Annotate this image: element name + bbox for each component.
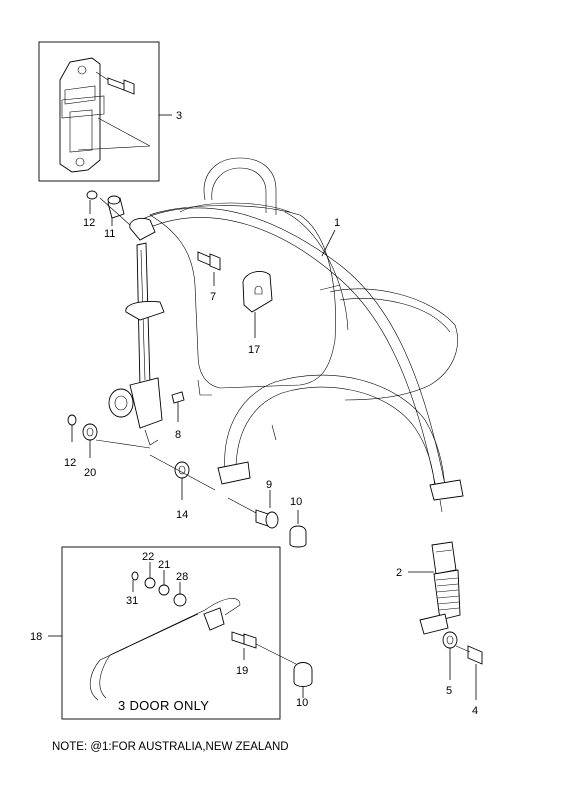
inset-anchor-plate: [38, 41, 160, 182]
seat-cushion: [319, 284, 458, 401]
callout-10-top: 10: [290, 496, 302, 508]
callout-11: 11: [104, 228, 115, 240]
retractor-assembly: [108, 242, 185, 446]
cap-10-top: [289, 525, 307, 548]
buckle-assembly: [419, 541, 483, 665]
callout-19: 19: [236, 665, 248, 677]
callout-12-top: 12: [83, 217, 95, 229]
callout-10-bottom: 10: [296, 697, 308, 709]
callout-7: 7: [210, 291, 216, 303]
lower-washers: [67, 414, 151, 449]
cap-10-bottom: [293, 662, 313, 687]
inset-caption: 3 DOOR ONLY: [118, 698, 209, 713]
bolt-7: [197, 251, 221, 271]
callout-14: 14: [176, 509, 188, 521]
callout-9: 9: [266, 479, 272, 491]
callout-3: 3: [176, 110, 182, 122]
callout-8: 8: [175, 429, 181, 441]
spacer-14: [149, 454, 216, 491]
callout-22: 22: [142, 551, 154, 563]
note: NOTE: @1:FOR AUSTRALIA,NEW ZEALAND: [52, 741, 289, 753]
callout-21: 21: [158, 559, 170, 571]
callout-1: 1: [334, 217, 340, 229]
callout-17: 17: [248, 344, 260, 356]
callout-31: 31: [126, 595, 138, 607]
cover-17: [242, 271, 273, 313]
callout-28: 28: [176, 571, 188, 583]
callout-2: 2: [396, 567, 402, 579]
inset-3-door: [61, 546, 297, 720]
callout-18: 18: [30, 631, 42, 643]
belt-webbing: [139, 207, 464, 513]
bolt-9: [227, 497, 279, 529]
callout-20: 20: [84, 467, 96, 479]
callout-12-bottom: 12: [64, 457, 76, 469]
callout-4: 4: [472, 705, 478, 717]
callout-5: 5: [446, 685, 452, 697]
upper-guide-assembly: [86, 190, 156, 241]
seat-back: [149, 157, 349, 396]
